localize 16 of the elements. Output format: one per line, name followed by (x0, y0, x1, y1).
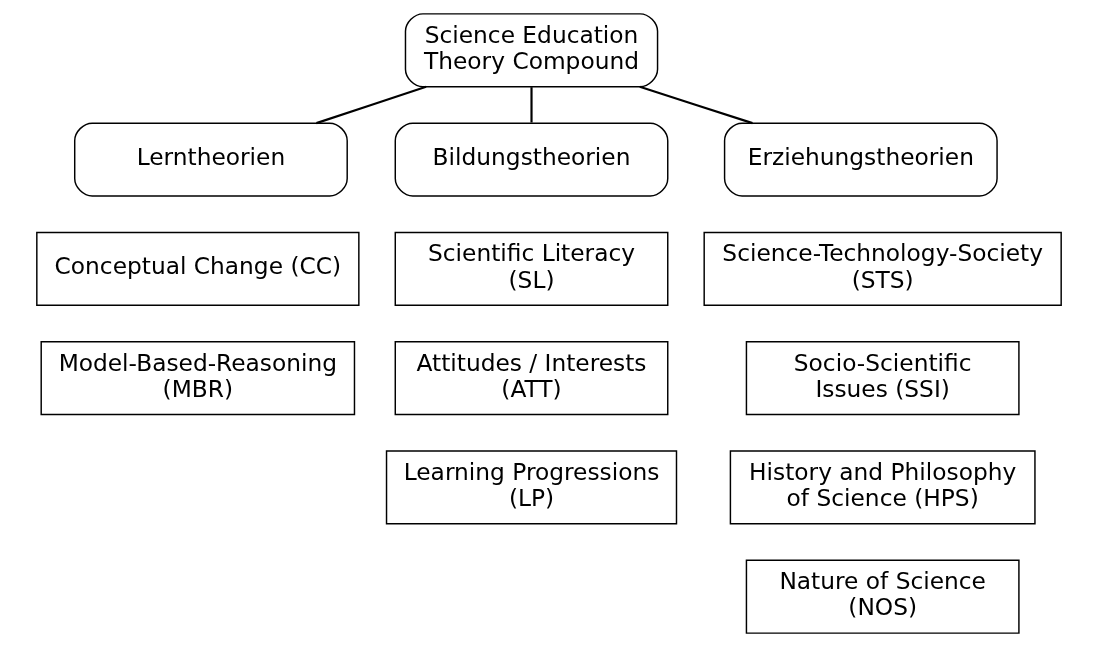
connector (529, 87, 533, 123)
node-box: Science Education Theory Compound (404, 13, 658, 88)
node-box: Model-Based-Reasoning (MBR) (39, 340, 355, 416)
node-box: Conceptual Change (CC) (35, 231, 360, 307)
node-box: Learning Progressions (LP) (385, 450, 677, 525)
node-box: Lerntheorien (73, 122, 348, 197)
connector (638, 85, 753, 125)
node-box: Scientific Literacy (SL) (394, 231, 668, 307)
node-box: Socio-Scientific Issues (SSI) (745, 340, 1020, 416)
node-box: Erziehungstheorien (723, 122, 998, 197)
node-box: Bildungstheorien (394, 122, 668, 197)
node-box: Science-Technology-Society (STS) (702, 231, 1062, 307)
connector (315, 85, 426, 125)
node-box: Nature of Science (NOS) (745, 559, 1020, 634)
node-box: Attitudes / Interests (ATT) (394, 340, 668, 416)
node-box: History and Philosophy of Science (HPS) (729, 450, 1036, 525)
